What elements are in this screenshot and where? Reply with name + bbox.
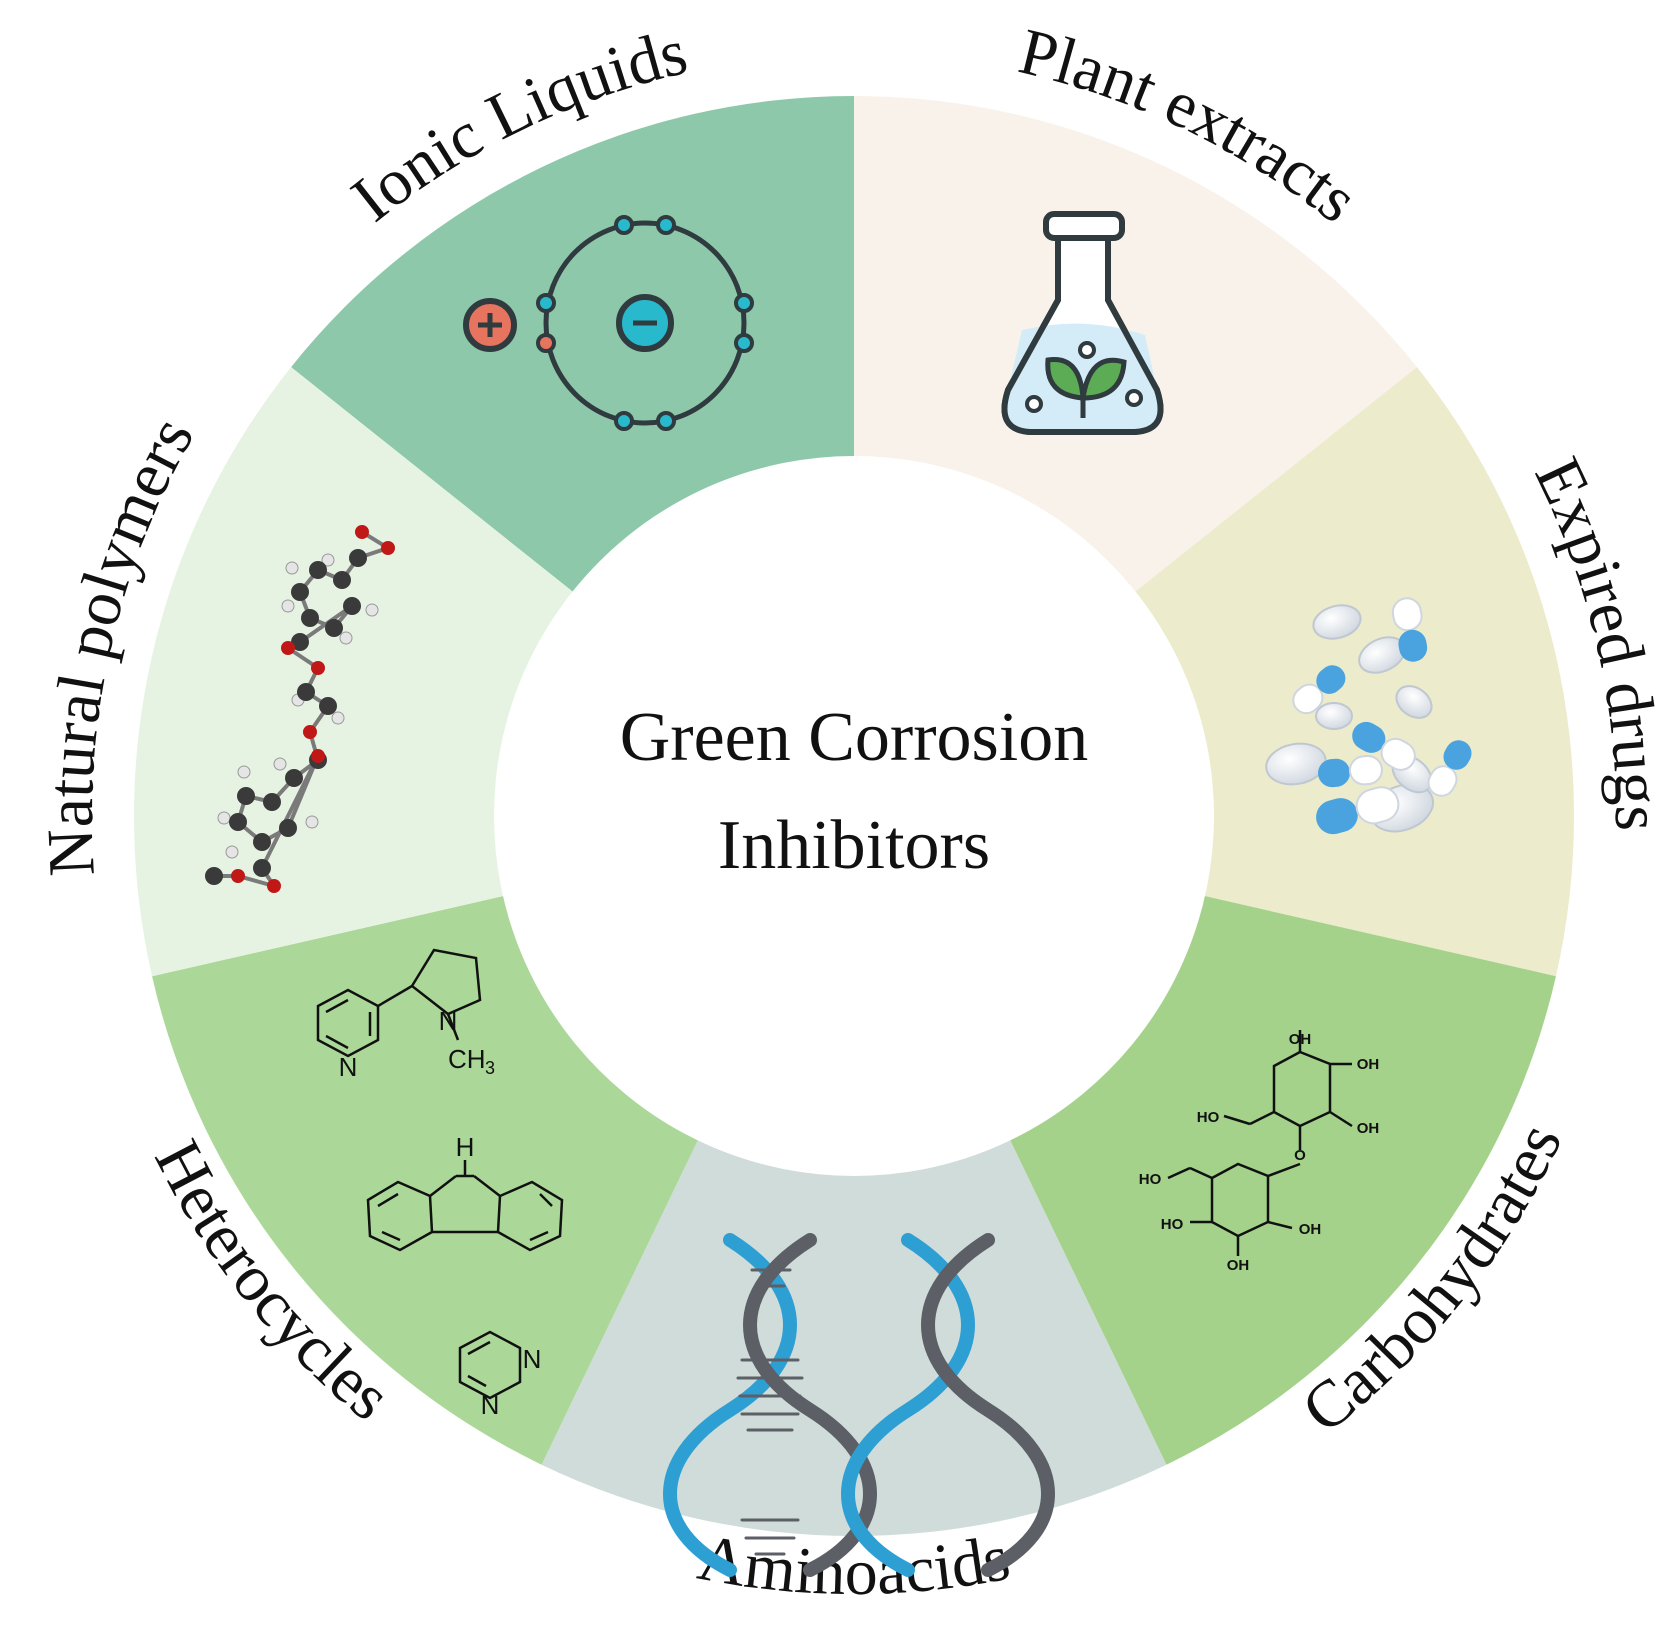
svg-text:OH: OH: [1299, 1221, 1322, 1238]
svg-text:HO: HO: [1197, 1109, 1220, 1126]
svg-text:OH: OH: [1227, 1257, 1250, 1274]
svg-text:3: 3: [485, 1058, 495, 1078]
svg-text:OH: OH: [1357, 1056, 1380, 1073]
svg-text:CH: CH: [448, 1044, 486, 1074]
flask-leaf-icon: [1001, 211, 1164, 435]
center-title-line2: Inhibitors: [718, 807, 990, 884]
svg-text:O: O: [1294, 1147, 1306, 1164]
svg-text:N: N: [481, 1390, 500, 1420]
ball-stick-molecule-icon: [205, 525, 395, 893]
disaccharide-structure-icon: [1167, 1030, 1353, 1256]
svg-text:N: N: [339, 1052, 358, 1082]
svg-text:HO: HO: [1139, 1171, 1162, 1188]
segment-heterocycles: [152, 895, 699, 1465]
svg-text:N: N: [439, 1006, 458, 1036]
center-title-line1: Green Corrosion: [620, 699, 1089, 776]
segment-expired-drugs: [1133, 367, 1574, 977]
segment-carbohydrates: [1009, 895, 1556, 1465]
pills-capsules-icon: [1265, 597, 1472, 835]
heterocycle-structures-icon: [316, 948, 564, 1400]
svg-text:N: N: [523, 1344, 542, 1374]
disaccharide-labels: OH OH OH HO O HO HO OH OH: [1139, 1031, 1380, 1274]
dna-helix-icon: [663, 1233, 1055, 1577]
svg-text:HO: HO: [1161, 1216, 1184, 1233]
heterocycle-labels: N N CH 3 H N N: [339, 1006, 542, 1420]
svg-text:OH: OH: [1289, 1031, 1312, 1048]
center-circle: [494, 456, 1214, 1176]
svg-text:OH: OH: [1357, 1120, 1380, 1137]
ion-atom-icon: [463, 215, 754, 431]
segment-ionic-liquids: [291, 96, 855, 593]
svg-text:H: H: [456, 1132, 475, 1162]
